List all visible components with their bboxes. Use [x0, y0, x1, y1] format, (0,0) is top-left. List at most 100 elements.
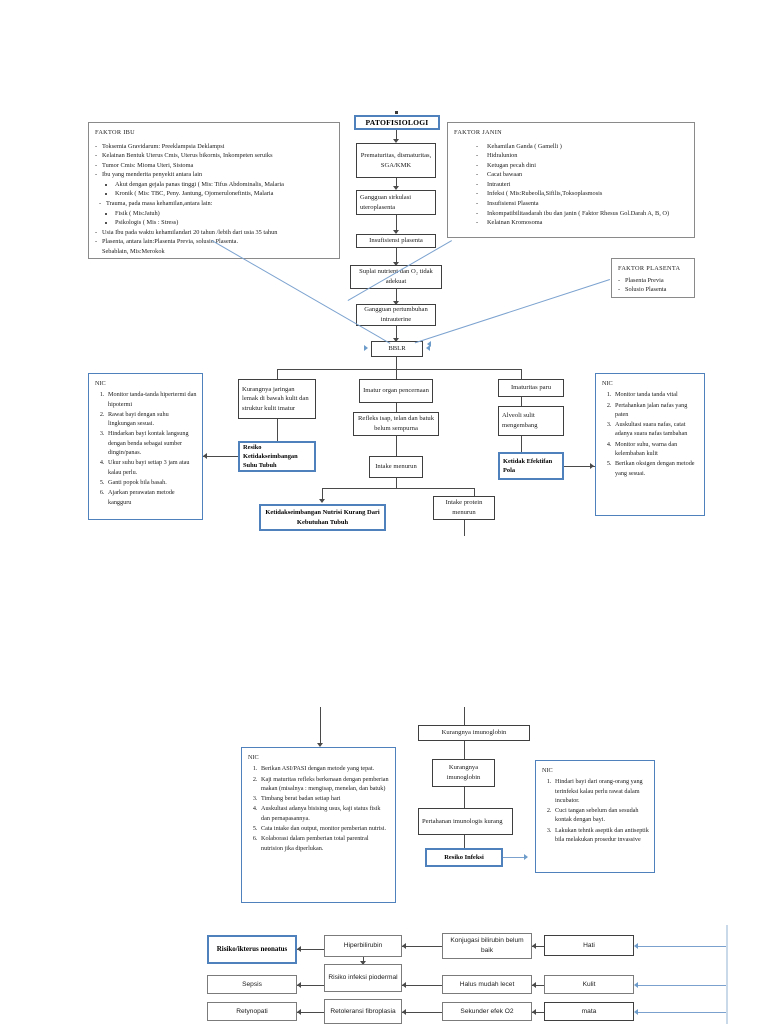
arrow-down: [393, 230, 399, 234]
node-kulit: Kulit: [544, 975, 634, 994]
connector: [363, 957, 364, 964]
arrow-blue-left: [634, 1009, 638, 1015]
list-item: Inkompatibilitasdarah ibu dan janin ( Fa…: [476, 209, 688, 219]
faktor-ibu-list-tail: -Usia Ibu pada waktu kehamilandari 20 ta…: [95, 228, 333, 257]
connector: [464, 787, 465, 808]
nic-list: Berikan ASI/PASI dengan metode yang tepa…: [247, 764, 390, 853]
list-item: Ketugan pecah dini: [476, 161, 688, 171]
list-item: Ukur suhu bayi setiap 3 jam atau kalau p…: [106, 458, 197, 477]
connector: [521, 369, 522, 379]
node-imaturitas-paru: Imaturitas paru: [498, 379, 564, 397]
node-bblr: BBLR: [371, 341, 423, 357]
list-item: Kelainan Kromosoma: [476, 218, 688, 228]
diagnosis-ketidak-efektifan-pola: Ketidak Efektifan Pola: [498, 452, 564, 480]
diagnosis-ketidakseimbangan-nutrisi: Ketidakseimbangan Nutrisi Kurang Dari Ke…: [259, 504, 386, 531]
arrow-left: [532, 943, 536, 949]
connector: [396, 130, 397, 140]
list-item: -Tumor Cmis: Mioma Uteri, Sistoma: [95, 161, 194, 169]
arrow-left: [203, 453, 207, 459]
connector: [464, 835, 465, 848]
node-gangguan-pertumbuhan: Gangguan pertumbuhan intrauterine: [356, 304, 436, 326]
connector-bus-right: [726, 925, 728, 1024]
diagnosis-resiko-infeksi: Resiko Infeksi: [425, 848, 503, 867]
node-prematuritas: Prematuritas, dismaturitas, SGA/KMK: [356, 143, 436, 178]
connector-blue: [503, 857, 527, 858]
arrow-left: [297, 1009, 301, 1015]
connector: [203, 456, 238, 457]
connector: [521, 397, 522, 406]
connector: [297, 985, 324, 986]
arrow-left: [532, 1009, 536, 1015]
list-item: Kolaborasi dalam pemberian total parentr…: [259, 834, 390, 853]
arrow-left: [402, 982, 406, 988]
list-item: Fisik ( Mis:Jatuh): [115, 209, 333, 219]
connector-blue: [636, 1012, 726, 1013]
list-item: Sebablain, Mis:Merokok: [102, 247, 165, 255]
list-item: Auskultasi adanya bisising usus, kaji st…: [259, 804, 390, 823]
node-hati: Hati: [544, 935, 634, 956]
node-hiperbilirubin: Hiperbilirubin: [324, 935, 402, 957]
nic-infeksi-panel: NIC Hindari bayi dari orang-orang yang t…: [535, 760, 655, 873]
arrow-left: [532, 982, 536, 988]
connector: [396, 403, 397, 412]
node-pertahanan-imunologis: Pertahanan imunologis kurang: [418, 808, 513, 835]
feeder-plasenta-to-bblr: [414, 279, 610, 344]
connector: [396, 369, 397, 379]
list-item: Kronik ( Mis: TBC, Peny. Jantung, Ojomer…: [115, 189, 333, 199]
node-retynopati: Retynopati: [207, 1002, 297, 1021]
list-item: Monitor tanda-tanda hipertermi dan hipot…: [106, 390, 197, 409]
connector: [532, 946, 544, 947]
connector: [396, 357, 397, 369]
node-konjugasi-bilirubin: Konjugasi bilirubin belum baik: [442, 933, 532, 959]
list-item: -Kelainan Bentuk Uterus Cmis, Uterus bik…: [95, 152, 273, 160]
list-item: Timbang berat badan setiap hari: [259, 794, 390, 803]
connector: [402, 985, 442, 986]
node-intake-protein-menurun: Intake protein menurun: [433, 496, 495, 520]
node-retoleransi-fibroplasia: Retoleransi fibroplasia: [324, 999, 402, 1024]
list-item: -Plasenta, antara lain:Plasenta Previa, …: [95, 238, 239, 246]
connector: [396, 289, 397, 303]
nic-nutrisi-panel: NIC Berikan ASI/PASI dengan metode yang …: [241, 747, 396, 903]
faktor-janin-list: Kehamilan Ganda ( Gamelli ) Hidralunion …: [476, 142, 688, 228]
connector: [277, 419, 278, 441]
faktor-janin-title: FAKTOR JANIN: [454, 129, 502, 136]
arrow-blue: [426, 345, 430, 351]
node-kurang-jaringan-lemak: Kurangnya jaringan lemak di bawah kulit …: [238, 379, 316, 419]
faktor-ibu-title: FAKTOR IBU: [95, 129, 136, 136]
list-item: Hindari bayi dari orang-orang yang terin…: [553, 777, 649, 805]
node-insufisiensi-plasenta: Insufisiensi plasenta: [356, 234, 436, 248]
list-item: Lakukan tehnik aseptik dan antiseptik bi…: [553, 826, 649, 845]
connector: [532, 985, 544, 986]
nic-pola-nafas-panel: NIC Monitor tanda tanda vital Pertahanka…: [595, 373, 705, 516]
list-item: Hindarkan bayi kontak langsung dengan be…: [106, 429, 197, 457]
title-anchor-dot: [395, 111, 398, 114]
arrow-left: [297, 982, 301, 988]
nic-title: NIC: [248, 754, 259, 761]
arrow-down: [319, 499, 325, 503]
arrow-blue: [364, 345, 368, 351]
connector-bus: [322, 488, 474, 489]
page-title: PATOFISIOLOGI: [354, 115, 440, 130]
connector: [521, 436, 522, 452]
nic-list: Monitor tanda tanda vital Pertahankan ja…: [601, 390, 699, 478]
arrow-blue: [427, 341, 431, 347]
list-item: Cacat bawaan: [476, 170, 688, 180]
list-item: -Toksemia Gravidarum: Preeklampsia Dekla…: [95, 142, 225, 150]
node-intake-menurun: Intake menurun: [369, 456, 423, 478]
node-kurangnya-imunoglobin: Kurangnya imunoglobin: [432, 759, 495, 787]
list-item: -Ibu yang menderita penyekit antara lain: [95, 171, 203, 179]
connector-blue: [636, 985, 726, 986]
connector: [396, 326, 397, 340]
node-kurangnya-imunoglobin-top: Kurangnya imunoglobin: [418, 725, 530, 741]
list-item: -Solusio Plasenta: [618, 286, 667, 294]
faktor-plasenta-list: -Plasenta Previa -Solusio Plasenta: [618, 276, 688, 295]
node-halus-mudah-lecet: Halus mudah lecet: [442, 975, 532, 994]
list-item: Intrauteri: [476, 180, 688, 190]
connector: [297, 949, 324, 950]
connector: [464, 741, 465, 759]
connector: [322, 488, 323, 501]
list-item: -Usia Ibu pada waktu kehamilandari 20 ta…: [95, 228, 278, 236]
list-item: Berikan oksigen dengan metode yang sesua…: [613, 459, 699, 478]
connector: [396, 436, 397, 456]
connector: [402, 1012, 442, 1013]
